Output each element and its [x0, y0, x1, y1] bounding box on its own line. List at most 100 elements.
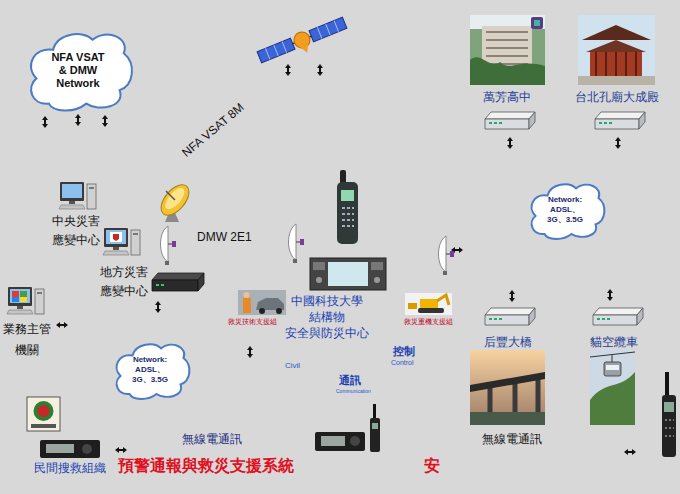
double-arrow: [507, 137, 513, 149]
double-arrow: [285, 64, 291, 76]
modem-icon: [152, 280, 198, 291]
system-title: 預警通報與救災支援系統: [118, 456, 294, 475]
school-photo: [486, 32, 528, 64]
control-console: [374, 277, 380, 283]
satellite-icon: [256, 15, 350, 70]
control-console: [371, 262, 383, 270]
cloud-text: Network: ADSL、 3G、3.5G: [544, 195, 586, 225]
radio-unit: [40, 432, 365, 458]
school-photo: [534, 20, 540, 26]
double-arrow: [509, 290, 515, 302]
bridge-photo: [470, 350, 545, 425]
cloud-node: NFA VSAT & DMW Network: [26, 28, 130, 112]
function-label: Control: [391, 359, 414, 367]
temple-photo: [578, 15, 655, 85]
school-photo: [470, 57, 545, 85]
emblem: [27, 397, 60, 431]
handheld-radio: [373, 404, 376, 419]
double-arrow: [155, 301, 161, 313]
satellite-dish: [162, 185, 188, 213]
computer-icon: [7, 287, 44, 314]
cloud-node: Network: ADSL、 3G、3.5G: [113, 340, 188, 400]
satellite-icon: [317, 21, 338, 39]
center-label: 中央災害 應變中心: [47, 212, 105, 250]
temple-photo: [596, 52, 636, 76]
satellite-dish: [156, 180, 194, 222]
radio-unit: [315, 432, 365, 451]
handheld-radio: [372, 423, 378, 429]
double-arrow: [247, 346, 253, 358]
rescue-team-photo: [243, 298, 251, 313]
temple-photo: [590, 52, 642, 76]
double-arrow: [317, 64, 323, 76]
bridge-photo: [470, 372, 545, 392]
temple-photo: [582, 25, 651, 40]
temple-photo: [578, 76, 655, 85]
control-console: [328, 262, 368, 286]
computer-icon: [103, 228, 140, 255]
function-label: 通訊: [339, 374, 361, 387]
excavator-photo: [405, 293, 452, 315]
cable-car-photo: [604, 362, 621, 376]
emblem: [38, 405, 50, 417]
satellite-icon: [265, 42, 286, 60]
excavator-photo: [418, 308, 444, 313]
cable-car-photo: [590, 350, 635, 425]
microwave-antenna: [289, 224, 305, 263]
microwave-antenna: [439, 236, 455, 275]
rescue-team-photo: [259, 308, 265, 314]
rescue-team-photo: [238, 290, 286, 315]
satellite-phone: [341, 190, 354, 201]
computer-icon: [12, 297, 19, 302]
handheld-radio: [370, 418, 380, 452]
org-label: 民間搜救組織: [34, 461, 106, 475]
function-label: Civil: [285, 361, 300, 371]
excavator-photo: [420, 299, 438, 308]
rescue-team-photo: [244, 292, 250, 298]
satellite-icon: [309, 17, 347, 42]
cable-car-photo: [606, 365, 619, 370]
satellite-phone: [342, 208, 354, 226]
satellite-phone: [337, 182, 358, 244]
handheld-radio: [665, 420, 674, 436]
modem-icon: [198, 273, 204, 291]
double-arrow: [615, 137, 621, 149]
temple-photo: [586, 40, 646, 52]
modem-icon: [593, 308, 643, 325]
emblem: [31, 424, 56, 428]
control-console: [310, 258, 386, 290]
double-arrow: [42, 64, 636, 455]
cloud-outline: [116, 344, 189, 399]
radio-unit: [350, 436, 360, 446]
site-label: 貓空纜車: [590, 335, 638, 349]
link-label: NFA VSAT 8M: [179, 100, 247, 160]
double-arrow: [624, 449, 636, 455]
computer-icon: [12, 291, 19, 297]
double-arrow: [607, 289, 613, 301]
cloud-text: NFA VSAT & DMW Network: [49, 51, 107, 90]
team-label: 救災重機支援組: [404, 318, 453, 326]
link-label: DMW 2E1: [197, 230, 252, 244]
site-label: 后豐大橋: [484, 335, 532, 349]
satellite-phone: [340, 170, 346, 184]
radio-unit: [82, 444, 92, 454]
cable-car-photo: [612, 355, 613, 362]
excavator-photo: [437, 295, 449, 305]
computer-icon: [113, 234, 119, 241]
modem-icon: [152, 273, 204, 280]
school-photo: [470, 15, 545, 85]
control-console: [313, 262, 325, 270]
site-label: 台北孔廟大成殿: [575, 90, 659, 104]
handheld-radio: [664, 402, 674, 412]
double-arrow: [56, 322, 68, 328]
agency-label: 業務主管 機關: [2, 319, 52, 361]
modem-icon: [152, 112, 645, 325]
satellite-dish: [156, 180, 194, 220]
satellite-phone: [337, 170, 358, 244]
control-console: [310, 258, 386, 290]
temple-photo: [578, 15, 655, 85]
modem-icon: [485, 308, 535, 325]
bridge-photo: [470, 412, 545, 425]
satellite-icon: [257, 38, 295, 63]
satellite-dish: [166, 191, 175, 200]
